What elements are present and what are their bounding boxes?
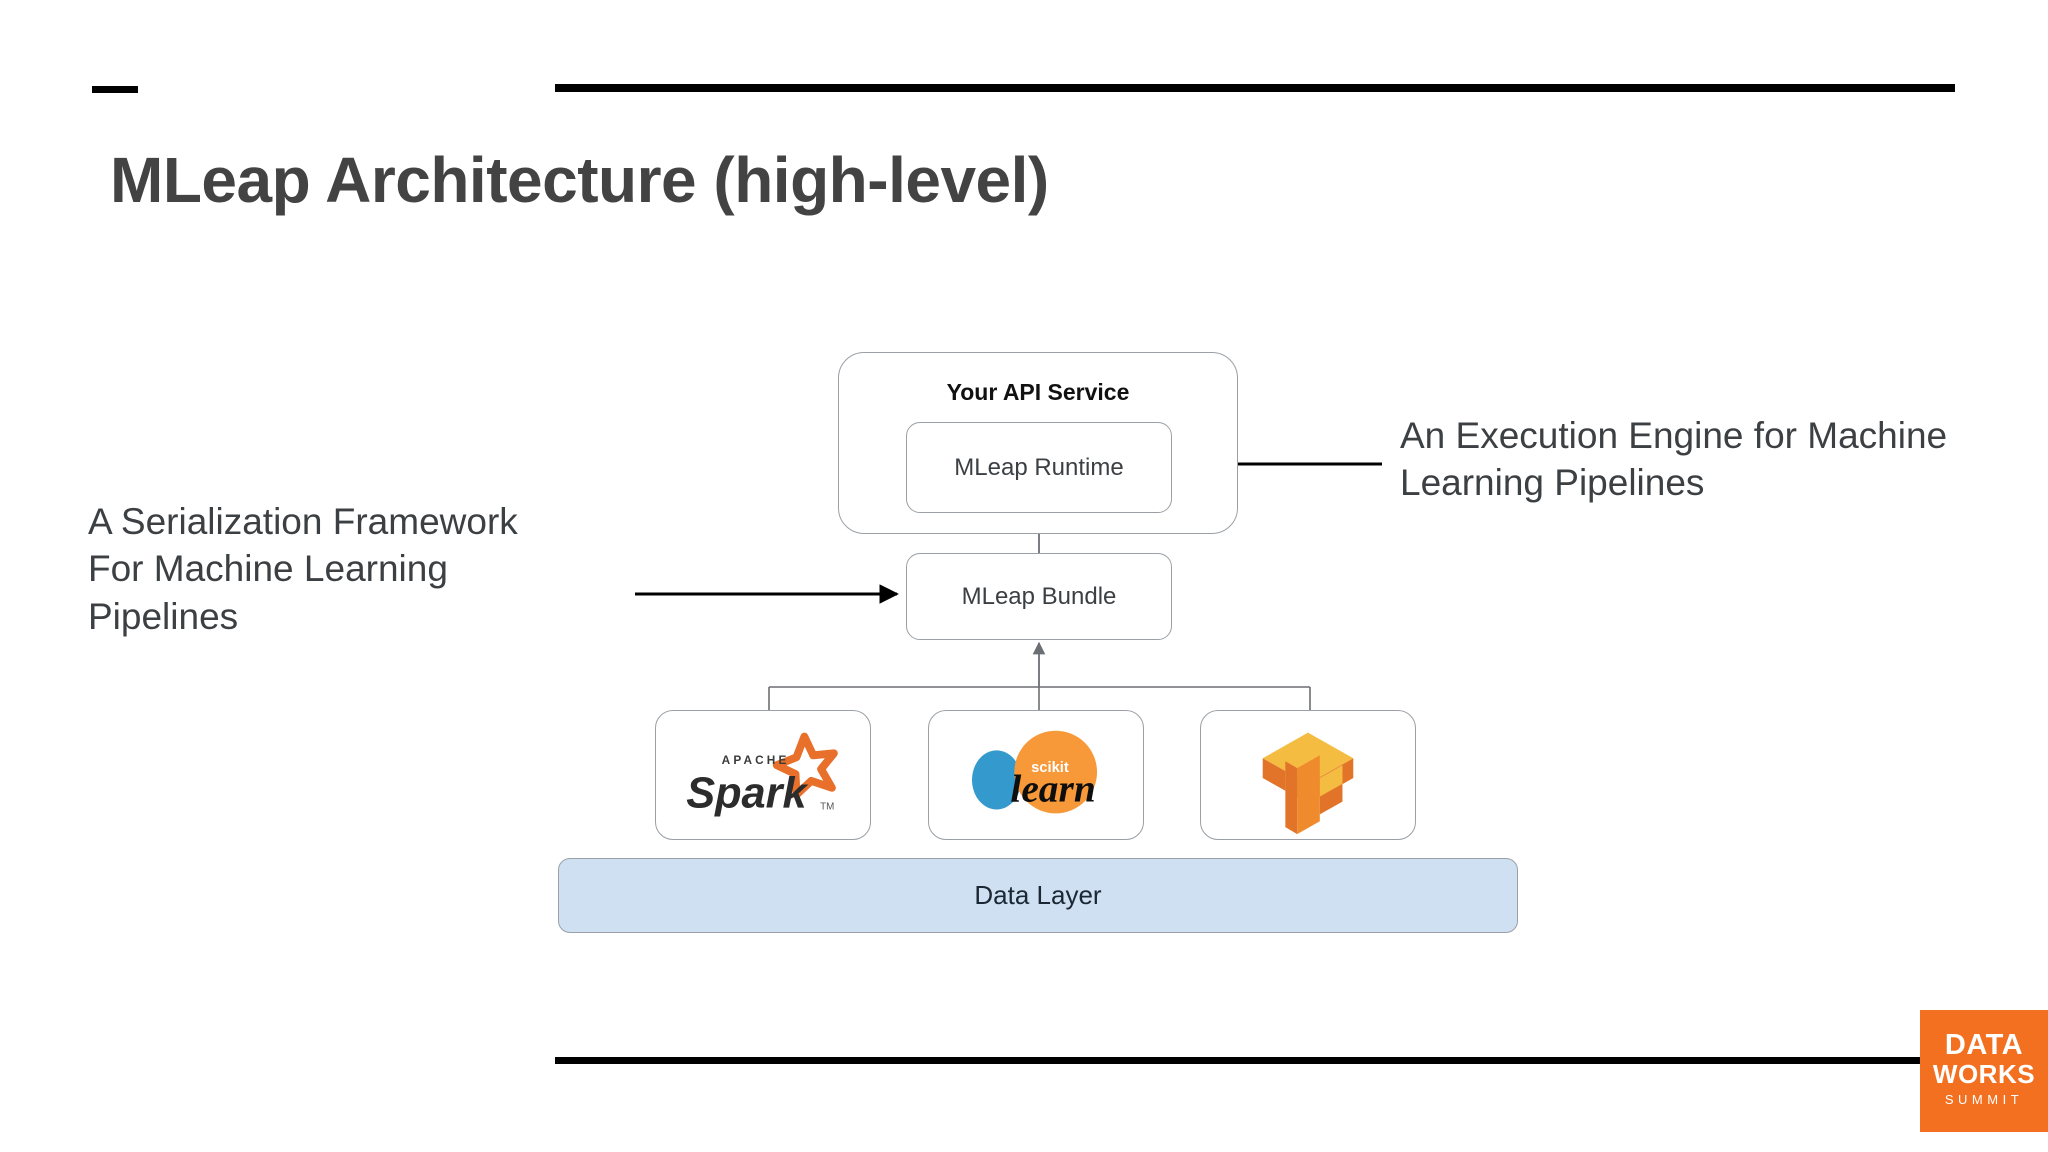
top-horizontal-rule — [555, 84, 1955, 92]
apache-spark-logo: APACHE Spark TM — [686, 732, 838, 817]
box-mleap-runtime: MLeap Runtime — [906, 422, 1172, 513]
dataworks-summit-logo: DATA WORKS SUMMIT — [1920, 1010, 2048, 1132]
svg-text:scikit: scikit — [1031, 760, 1069, 776]
scikit-learn-logo: scikit learn — [972, 730, 1098, 814]
tensorflow-logo — [1262, 732, 1354, 835]
brand-line-summit: SUMMIT — [1944, 1092, 2024, 1108]
box-framework-scikit-learn: scikit learn — [928, 710, 1144, 840]
box-framework-tensorflow — [1200, 710, 1416, 840]
brand-line-works: WORKS — [1932, 1059, 2036, 1090]
box-data-layer: Data Layer — [558, 858, 1518, 933]
brand-line-data: DATA — [1944, 1029, 2024, 1062]
page-title: MLeap Architecture (high-level) — [110, 144, 1049, 216]
label-your-api-service: Your API Service — [946, 379, 1130, 405]
annotation-left-text: A Serialization Framework For Machine Le… — [88, 501, 518, 637]
box-mleap-bundle: MLeap Bundle — [906, 553, 1172, 640]
box-framework-apache-spark: APACHE Spark TM — [655, 710, 871, 840]
annotation-right-text: An Execution Engine for Machine Learning… — [1400, 415, 1948, 504]
svg-text:TM: TM — [820, 801, 834, 812]
top-left-dash — [92, 86, 138, 93]
bottom-horizontal-rule — [555, 1057, 1920, 1064]
svg-text:Spark: Spark — [686, 769, 808, 817]
svg-text:APACHE: APACHE — [722, 753, 790, 767]
svg-text:learn: learn — [1010, 767, 1095, 811]
